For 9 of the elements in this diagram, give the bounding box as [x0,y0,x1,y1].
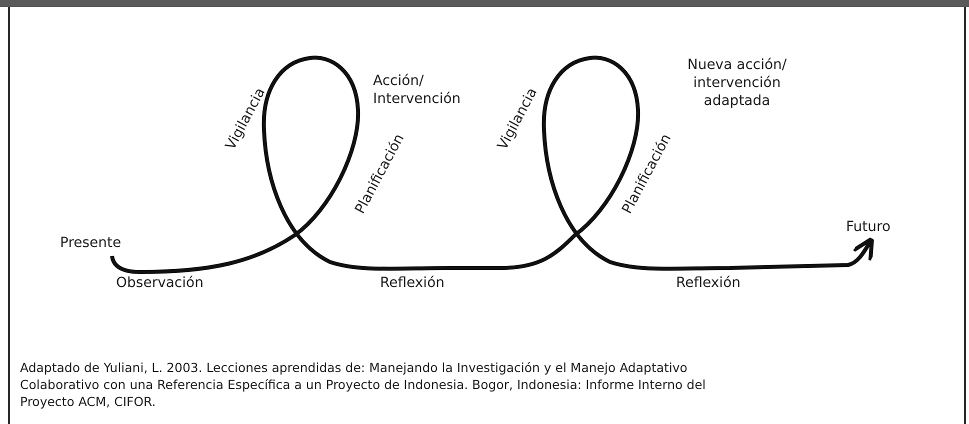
node-label: Presente [60,234,122,252]
stage-label: Reflexión [380,274,445,292]
stage-label: Nueva acción/ intervención adaptada [686,56,788,110]
node-label: Futuro [846,218,891,236]
spiral-arrow [110,56,874,274]
caption-text: Adaptado de Yuliani, L. 2003. Lecciones aprendidas de: Manejando la Investigación y el Manejo Adaptativo Colaborativo con una Referencia Específica a un Proyecto de Indonesia. Bogor, Indonesia: Informe Interno del Proyecto ACM, CIFOR. [20,359,707,410]
stage-label: Reflexión [676,274,741,292]
stage-label: Acción/ Intervención [373,72,462,108]
stage-label: Observación [116,274,204,292]
